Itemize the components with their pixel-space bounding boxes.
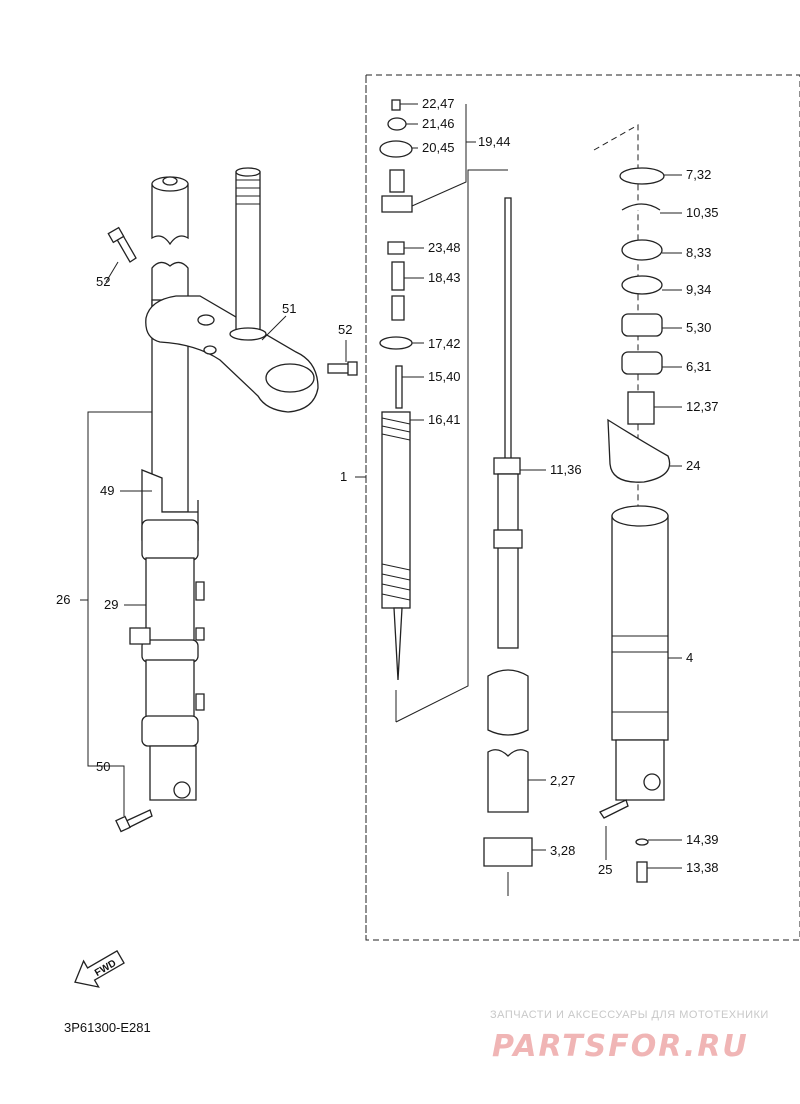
watermark-tagline: ЗАПЧАСТИ И АКСЕССУАРЫ ДЛЯ МОТОТЕХНИКИ — [490, 1009, 769, 1021]
callout-4: 4 — [686, 650, 693, 665]
callout-1: 1 — [340, 469, 347, 484]
assembled-fork — [107, 167, 358, 833]
outer-tube-parts — [593, 124, 682, 883]
callout-6-31: 6,31 — [686, 359, 711, 374]
callout-11-36: 11,36 — [550, 462, 582, 477]
callout-16-41: 16,41 — [428, 412, 461, 427]
callout-26: 26 — [56, 592, 70, 607]
callout-9-34: 9,34 — [686, 282, 711, 297]
callout-labels: 22,47 21,46 20,45 19,44 23,48 18,43 17,4… — [56, 96, 719, 877]
callout-2-27: 2,27 — [550, 773, 575, 788]
callout-10-35: 10,35 — [686, 205, 719, 220]
callout-5-30: 5,30 — [686, 320, 711, 335]
callout-22-47: 22,47 — [422, 96, 455, 111]
callout-23-48: 23,48 — [428, 240, 461, 255]
diagram-code: 3P61300-E281 — [64, 1020, 151, 1035]
left-brackets — [80, 261, 347, 816]
callout-13-38: 13,38 — [686, 860, 719, 875]
callout-17-42: 17,42 — [428, 336, 461, 351]
callout-3-28: 3,28 — [550, 843, 575, 858]
callout-24: 24 — [686, 458, 700, 473]
callout-12-37: 12,37 — [686, 399, 719, 414]
callout-15-40: 15,40 — [428, 369, 461, 384]
watermark-logo: PARTSFOR.RU — [492, 1029, 749, 1064]
fwd-label: FWD — [93, 958, 118, 979]
callout-21-46: 21,46 — [422, 116, 455, 131]
callout-20-45: 20,45 — [422, 140, 455, 155]
callout-19-44: 19,44 — [478, 134, 511, 149]
callout-18-43: 18,43 — [428, 270, 461, 285]
callout-49: 49 — [100, 483, 114, 498]
damper-parts — [379, 99, 508, 723]
fwd-arrow-icon: FWD — [74, 950, 125, 988]
callout-25: 25 — [598, 862, 612, 877]
exploded-assembly-box — [355, 74, 800, 941]
callout-14-39: 14,39 — [686, 832, 719, 847]
callout-29: 29 — [104, 597, 118, 612]
callout-51: 51 — [282, 301, 296, 316]
callout-8-33: 8,33 — [686, 245, 711, 260]
callout-50: 50 — [96, 759, 110, 774]
cylinder-parts — [483, 197, 546, 896]
callout-52-right: 52 — [338, 322, 352, 337]
callout-52-left: 52 — [96, 274, 110, 289]
callout-7-32: 7,32 — [686, 167, 711, 182]
